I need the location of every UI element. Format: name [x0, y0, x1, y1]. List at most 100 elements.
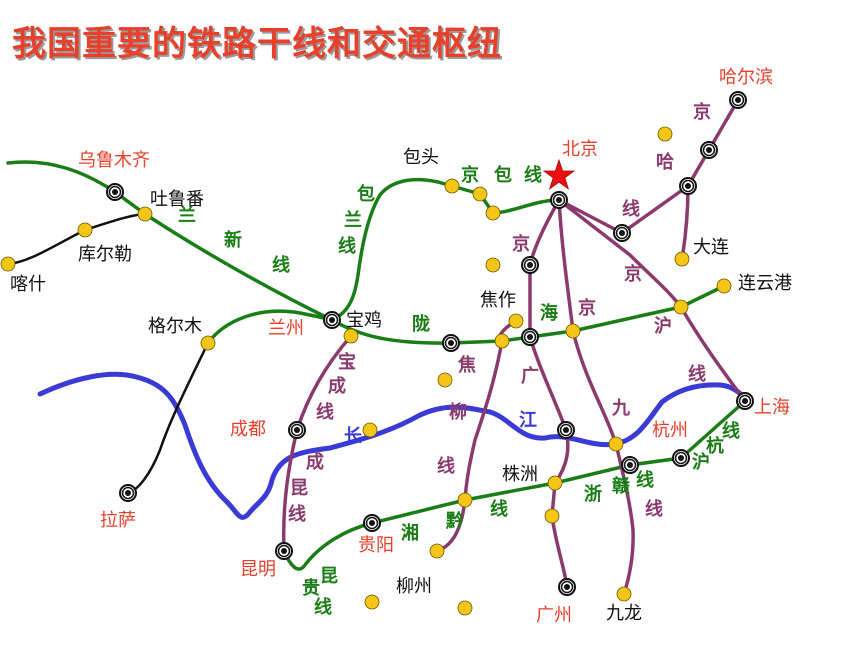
- city-label-lanzhou: 兰州: [268, 318, 304, 339]
- zhegan-label-1: 浙: [584, 483, 602, 505]
- luoyang-dot: [494, 333, 510, 349]
- jingbao-dot-3: [485, 205, 501, 221]
- river-label-jiang: 江: [519, 410, 537, 431]
- page-title: 我国重要的铁路干线和交通枢纽: [12, 24, 502, 64]
- lanxin-line: [6, 160, 334, 322]
- purple-rail-lines: [281, 98, 747, 596]
- shangqiu-dot: [565, 323, 581, 339]
- wuhan-hub: [557, 421, 575, 439]
- jiaoliu-label-2: 柳: [449, 401, 467, 423]
- city-label-chengdu: 成都: [230, 419, 266, 440]
- jingbao-label-3: 线: [524, 164, 542, 186]
- golmud-dot: [200, 335, 216, 351]
- baocheng-label-1: 宝: [338, 351, 356, 373]
- city-label-harbin: 哈尔滨: [719, 67, 773, 88]
- city-label-lhasa: 拉萨: [100, 510, 136, 531]
- beijing-star-icon: [542, 158, 576, 190]
- xuzhou-dot: [673, 299, 689, 315]
- baotou-dot: [444, 178, 460, 194]
- chongqing-dot: [362, 422, 378, 438]
- guikun-label-1: 贵: [302, 578, 320, 599]
- baocheng-label-2: 成: [328, 375, 346, 397]
- jingguang-label-2: 广: [521, 365, 539, 387]
- xiangqian-label-1: 湘: [401, 522, 419, 544]
- city-markers: [0, 91, 754, 616]
- huhang-label-2: 杭: [706, 435, 724, 457]
- jingha-label-1: 京: [693, 101, 711, 123]
- guangzhou-hub: [558, 578, 576, 596]
- zhegan-label-2: 赣: [612, 475, 631, 497]
- jingbao-label-1: 京: [461, 164, 479, 186]
- hangzhou-hub: [672, 449, 690, 467]
- dalian-dot: [657, 126, 673, 142]
- jinghu-label-1: 京: [624, 263, 642, 285]
- nanning-dot: [364, 594, 380, 610]
- chengkun-label-3: 线: [288, 503, 306, 525]
- beijing-hub: [550, 191, 568, 209]
- city-label-hangzhou: 杭州: [652, 420, 688, 441]
- lanzhou-dot: [343, 328, 359, 344]
- korla-dot: [77, 222, 93, 238]
- jingha-line: [557, 98, 740, 235]
- yangtze-river: [37, 371, 749, 520]
- chengkun-label-2: 昆: [290, 478, 308, 499]
- baolan-label-1: 包: [357, 183, 375, 205]
- baocheng-label-3: 线: [316, 401, 334, 423]
- lanxin-label-1: 兰: [178, 204, 196, 226]
- kashgar-dot: [0, 256, 16, 272]
- huhang-zhegan-xiangqian-line: [370, 399, 747, 525]
- shanghai-hub: [736, 392, 754, 410]
- city-label-korla: 库尔勒: [78, 244, 132, 265]
- lanxin-label-3: 线: [272, 254, 290, 276]
- jingbao-label-2: 包: [494, 164, 512, 186]
- nanchang-dot: [608, 436, 624, 452]
- qingzang-line: [126, 341, 210, 495]
- jinghu-hub: [613, 224, 631, 242]
- green-rail-labels: 京 包 线 包 兰 线 兰 新 线 陇 海 湘 黔 线 浙 赣 线 沪 杭 线 …: [178, 164, 740, 618]
- jingbao-dot-2: [472, 186, 488, 202]
- harbin-hub: [729, 91, 747, 109]
- dalian-branch: [680, 184, 690, 261]
- baolan-label-2: 兰: [344, 209, 362, 231]
- xian-dot: [437, 372, 453, 388]
- longhai-line: [330, 284, 726, 345]
- jinghu-label-2: 沪: [654, 315, 672, 337]
- city-label-jiaozuo: 焦作: [480, 290, 516, 311]
- zhuzhou-dot: [547, 475, 563, 491]
- jingha-hub-3: [679, 177, 697, 195]
- city-label-turpan: 吐鲁番: [150, 189, 204, 210]
- jingguang-label-1: 京: [512, 233, 530, 255]
- river-labels: 长 江: [344, 410, 537, 447]
- jiaozuo-dot: [508, 313, 524, 329]
- city-label-baoji: 宝鸡: [346, 310, 382, 331]
- city-label-shanghai: 上海: [754, 397, 790, 418]
- huaihua-dot: [457, 492, 473, 508]
- jingjiu-line: [557, 198, 635, 596]
- zhanjiang-dot: [457, 600, 473, 616]
- lianyungang-dot: [716, 278, 732, 294]
- jingha-label-3: 线: [622, 198, 640, 220]
- guikun-line: [282, 521, 374, 571]
- turpan-hub: [106, 183, 124, 201]
- purple-rail-labels: 京 哈 线 京 沪 线 京 广 京 九 焦 柳 线 宝 成 线 成 昆 线 线: [288, 101, 711, 525]
- city-label-guangzhou: 广州: [536, 605, 572, 626]
- liuzhou-dot: [429, 543, 445, 559]
- city-label-dalian: 大连: [693, 237, 729, 258]
- city-label-golmud: 格尔木: [148, 316, 202, 337]
- jiaoliu-label-3: 线: [437, 455, 455, 477]
- chengdu-hub: [288, 421, 306, 439]
- xiangqian-label-3: 线: [490, 498, 508, 520]
- jingha-label-2: 哈: [656, 151, 674, 173]
- city-label-kashgar: 喀什: [10, 274, 46, 295]
- kowloon-dot: [616, 586, 632, 602]
- zhegan-label-3: 线: [636, 469, 654, 491]
- turpan-dot: [137, 206, 153, 222]
- lhasa-hub: [119, 484, 137, 502]
- city-labels: 哈尔滨 北京 包头 乌鲁木齐 吐鲁番 库尔勒 喀什 大连 连云港 焦作 格尔木 …: [10, 67, 792, 626]
- city-label-guiyang: 贵阳: [358, 535, 394, 556]
- lanxin-label-2: 新: [224, 229, 242, 251]
- city-label-kowloon: 九龙: [606, 603, 642, 624]
- city-label-zhuzhou: 株洲: [502, 464, 538, 485]
- city-label-liuzhou: 柳州: [396, 576, 432, 597]
